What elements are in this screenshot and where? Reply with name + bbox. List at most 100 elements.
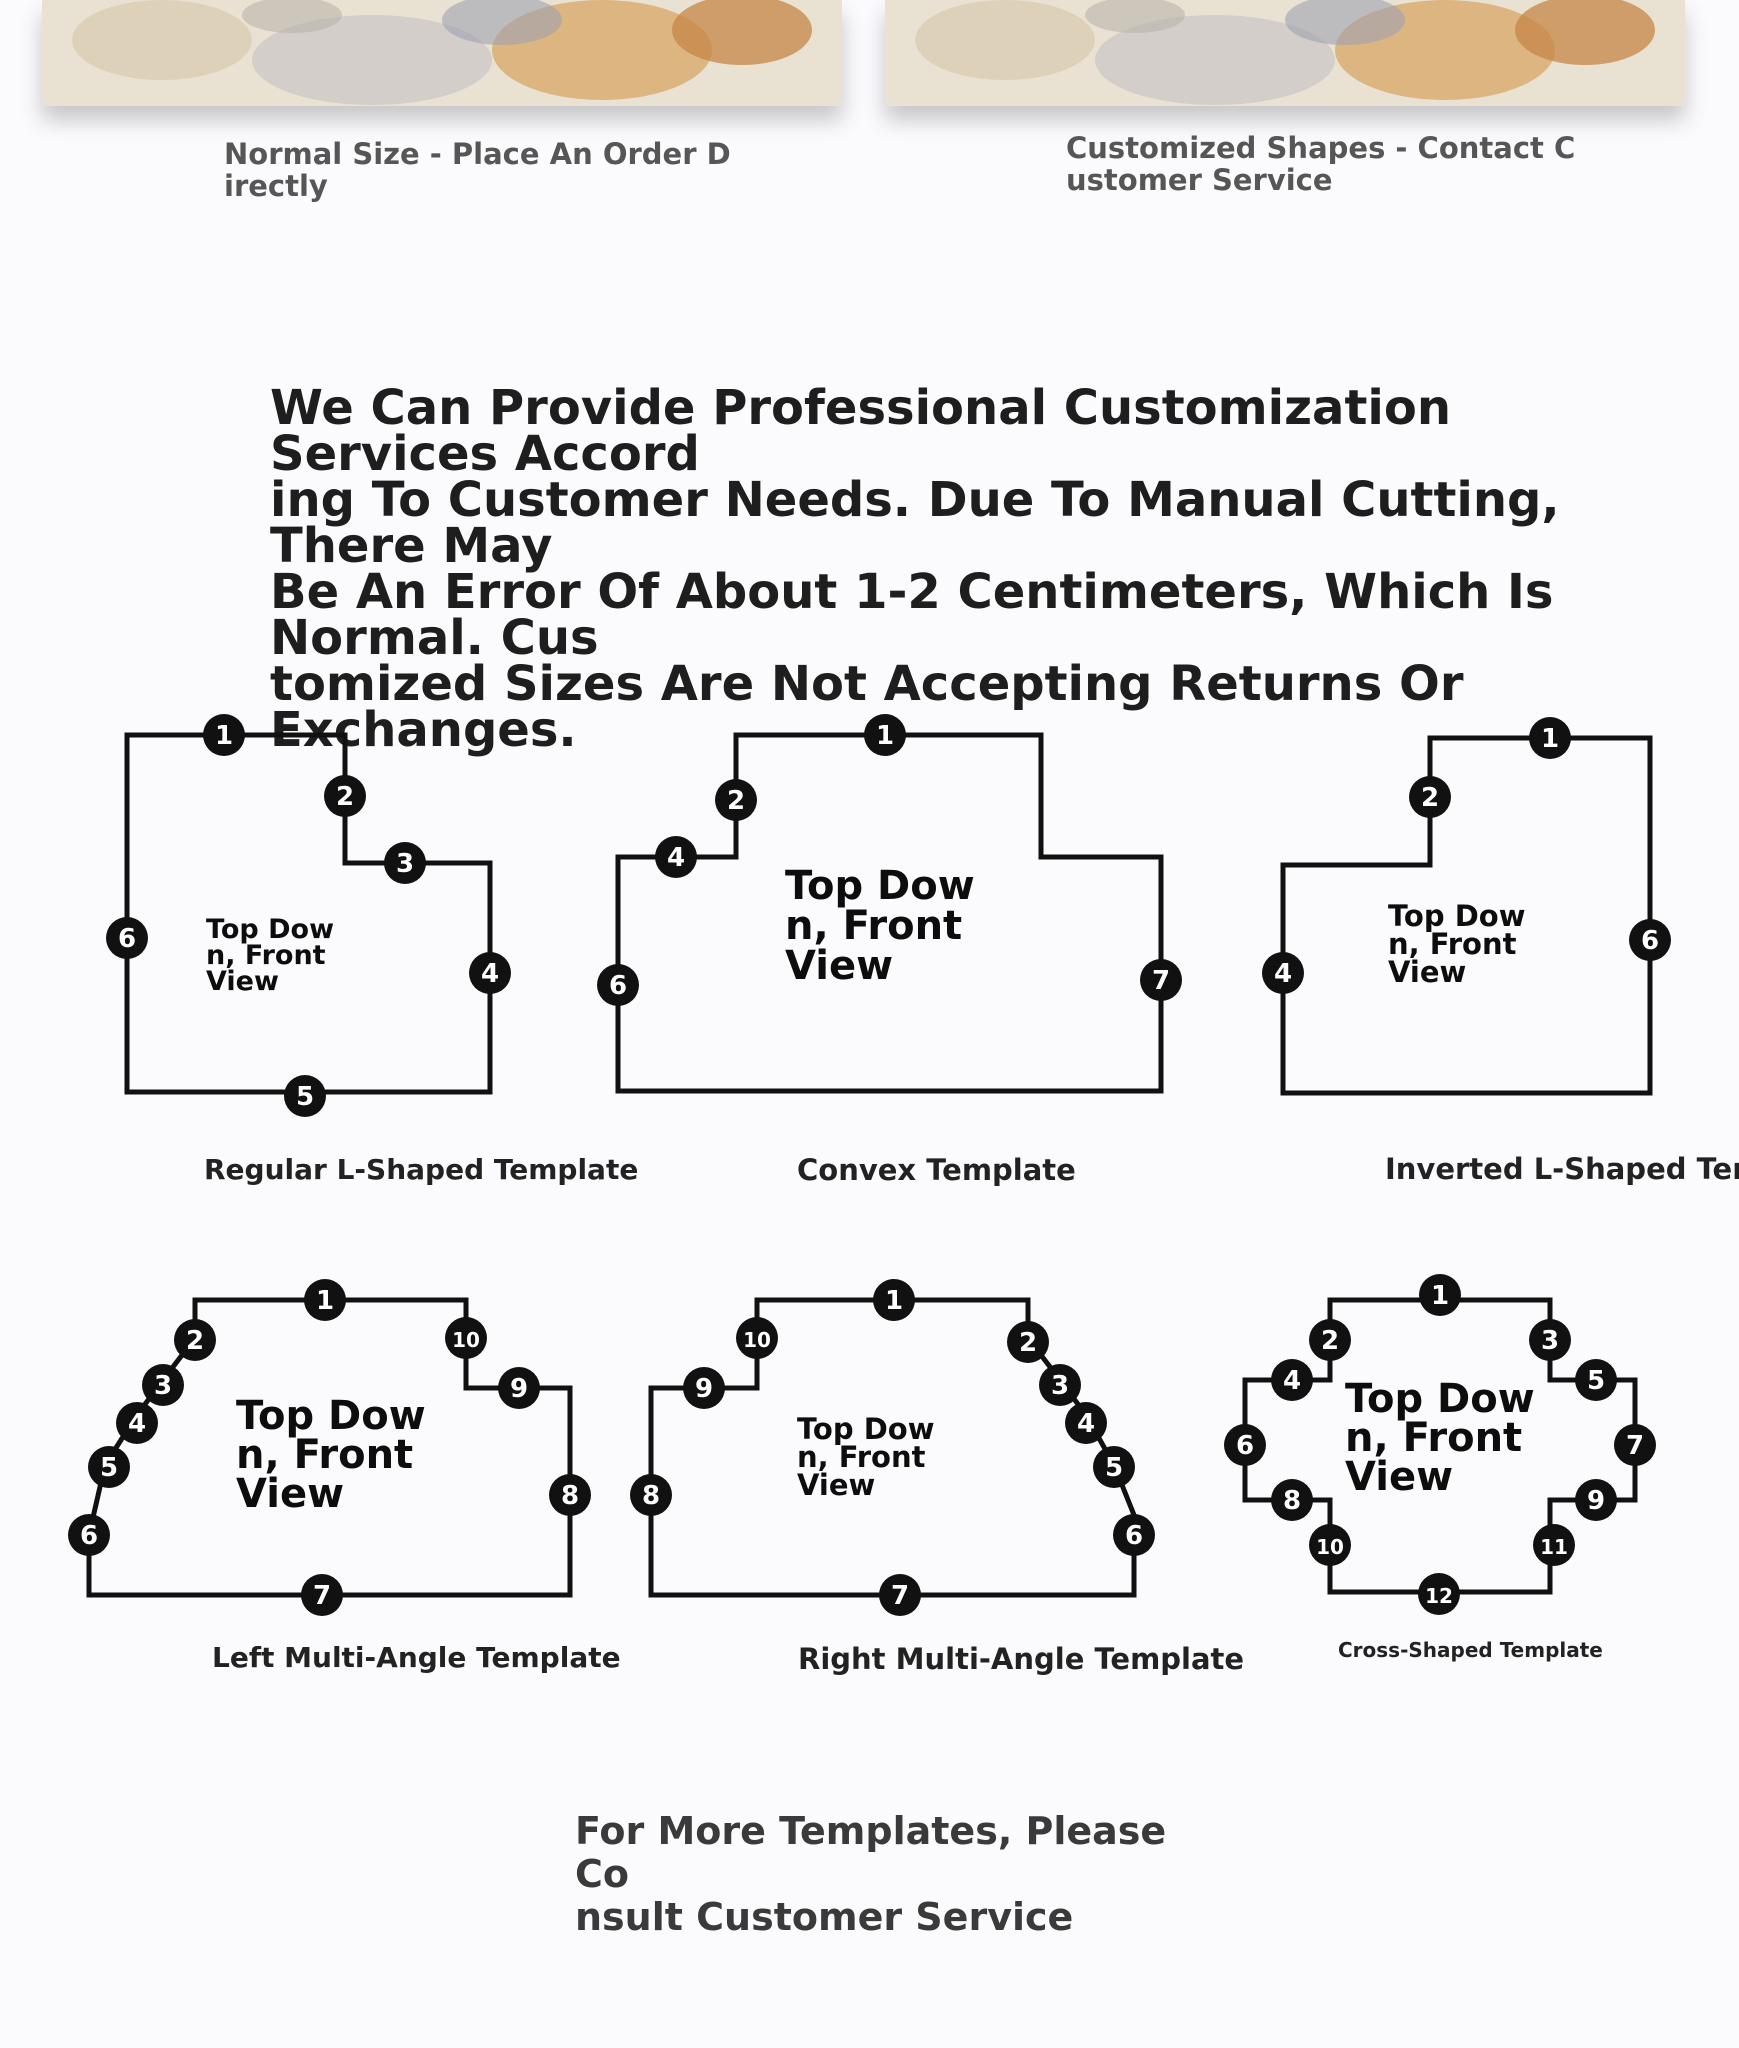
- more-templates-notice: For More Templates, Please Co nsult Cust…: [575, 1809, 1167, 1939]
- svg-text:3: 3: [1541, 1326, 1559, 1356]
- point-marker-2: 2: [1409, 776, 1451, 818]
- svg-text:8: 8: [642, 1481, 660, 1511]
- point-marker-9: 9: [683, 1367, 725, 1409]
- normal-size-photo[interactable]: [42, 0, 842, 106]
- svg-text:7: 7: [313, 1581, 331, 1611]
- view-label: Top Dow n, Front View: [236, 1393, 426, 1517]
- svg-text:7: 7: [891, 1581, 909, 1611]
- svg-text:11: 11: [1540, 1535, 1568, 1559]
- point-marker-12: 12: [1418, 1573, 1460, 1615]
- point-marker-10: 10: [445, 1317, 487, 1359]
- point-marker-2: 2: [324, 775, 366, 817]
- svg-text:7: 7: [1152, 966, 1170, 996]
- template-caption-right-multi-angle[interactable]: Right Multi-Angle Template: [798, 1642, 1245, 1676]
- svg-text:5: 5: [1587, 1366, 1605, 1396]
- view-label: Top Dow n, Front View: [1388, 899, 1526, 989]
- point-marker-10: 10: [1309, 1524, 1351, 1566]
- point-marker-2: 2: [174, 1319, 216, 1361]
- point-marker-4: 4: [116, 1402, 158, 1444]
- point-marker-3: 3: [384, 842, 426, 884]
- svg-text:2: 2: [1421, 783, 1439, 813]
- point-marker-1: 1: [873, 1279, 915, 1321]
- point-marker-8: 8: [630, 1474, 672, 1516]
- svg-text:6: 6: [1236, 1431, 1254, 1461]
- point-marker-6: 6: [597, 964, 639, 1006]
- template-caption-convex[interactable]: Convex Template: [797, 1153, 1076, 1187]
- point-marker-4: 4: [1065, 1402, 1107, 1444]
- point-marker-1: 1: [864, 714, 906, 756]
- svg-text:12: 12: [1425, 1584, 1453, 1608]
- point-marker-1: 1: [1419, 1274, 1461, 1316]
- view-label: Top Dow n, Front View: [206, 914, 335, 997]
- svg-text:1: 1: [316, 1286, 334, 1316]
- point-marker-5: 5: [1575, 1359, 1617, 1401]
- svg-text:6: 6: [609, 971, 627, 1001]
- point-marker-4: 4: [469, 952, 511, 994]
- svg-text:6: 6: [80, 1521, 98, 1551]
- template-caption-regular-l-shaped[interactable]: Regular L-Shaped Template: [204, 1153, 639, 1186]
- point-marker-2: 2: [1007, 1321, 1049, 1363]
- view-label: Top Dow n, Front View: [1345, 1376, 1535, 1500]
- svg-text:2: 2: [186, 1326, 204, 1356]
- point-marker-6: 6: [106, 917, 148, 959]
- point-marker-2: 2: [1309, 1319, 1351, 1361]
- svg-text:4: 4: [1274, 959, 1292, 989]
- customized-shape-photo[interactable]: [885, 0, 1685, 106]
- svg-text:8: 8: [561, 1481, 579, 1511]
- svg-text:9: 9: [695, 1374, 713, 1404]
- point-marker-1: 1: [304, 1279, 346, 1321]
- customization-notice: We Can Provide Professional Customizatio…: [270, 380, 1560, 758]
- template-caption-cross-shaped[interactable]: Cross-Shaped Template: [1338, 1638, 1603, 1662]
- point-marker-2: 2: [715, 779, 757, 821]
- svg-text:2: 2: [336, 782, 354, 812]
- point-marker-7: 7: [879, 1574, 921, 1616]
- svg-text:5: 5: [296, 1082, 314, 1112]
- customized-shapes-caption: Customized Shapes - Contact C ustomer Se…: [1066, 131, 1576, 197]
- svg-text:1: 1: [885, 1286, 903, 1316]
- point-marker-6: 6: [1113, 1514, 1155, 1556]
- point-marker-8: 8: [1271, 1479, 1313, 1521]
- point-marker-5: 5: [88, 1446, 130, 1488]
- svg-text:4: 4: [1283, 1366, 1301, 1396]
- svg-text:10: 10: [743, 1328, 771, 1352]
- point-marker-8: 8: [549, 1474, 591, 1516]
- point-marker-7: 7: [301, 1574, 343, 1616]
- svg-text:4: 4: [481, 959, 499, 989]
- svg-text:4: 4: [667, 843, 685, 873]
- svg-text:1: 1: [215, 721, 233, 751]
- point-marker-9: 9: [1575, 1479, 1617, 1521]
- left-multi-angle-diagram[interactable]: 1 234 5 6 7 8 9 10: [60, 1270, 610, 1630]
- template-caption-left-multi-angle[interactable]: Left Multi-Angle Template: [212, 1641, 621, 1674]
- svg-text:3: 3: [1051, 1371, 1069, 1401]
- svg-text:7: 7: [1626, 1431, 1644, 1461]
- painting-image: [42, 0, 842, 106]
- view-label: Top Dow n, Front View: [785, 863, 975, 989]
- svg-text:2: 2: [1321, 1326, 1339, 1356]
- point-marker-6: 6: [1224, 1424, 1266, 1466]
- point-marker-6: 6: [68, 1514, 110, 1556]
- point-marker-6: 6: [1629, 919, 1671, 961]
- svg-text:3: 3: [154, 1371, 172, 1401]
- svg-text:10: 10: [1316, 1535, 1344, 1559]
- point-marker-3: 3: [1039, 1364, 1081, 1406]
- point-marker-3: 3: [1529, 1319, 1571, 1361]
- point-marker-7: 7: [1614, 1424, 1656, 1466]
- template-caption-inverted-l-shaped[interactable]: Inverted L-Shaped Templ: [1385, 1152, 1739, 1186]
- normal-size-caption: Normal Size - Place An Order D irectly: [224, 137, 731, 203]
- svg-text:5: 5: [100, 1453, 118, 1483]
- svg-text:10: 10: [452, 1328, 480, 1352]
- point-marker-5: 5: [284, 1075, 326, 1117]
- point-marker-9: 9: [498, 1367, 540, 1409]
- svg-text:9: 9: [510, 1374, 528, 1404]
- convex-diagram[interactable]: 1 24 6 7: [585, 710, 1182, 1130]
- point-marker-11: 11: [1533, 1524, 1575, 1566]
- svg-text:6: 6: [118, 924, 136, 954]
- point-marker-4: 4: [1271, 1359, 1313, 1401]
- svg-text:9: 9: [1587, 1486, 1605, 1516]
- point-marker-10: 10: [736, 1317, 778, 1359]
- point-marker-7: 7: [1140, 959, 1182, 1001]
